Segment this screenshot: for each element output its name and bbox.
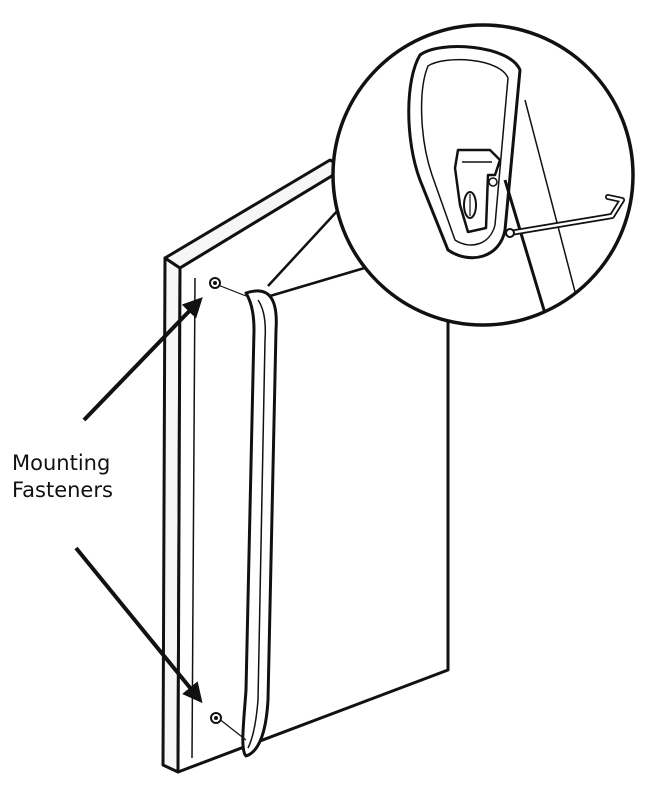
arrow-top [82, 297, 203, 422]
allen-wrench-icon [505, 194, 625, 238]
door-handle [241, 289, 278, 758]
mounting-fasteners-label: Mounting Fasteners [12, 450, 172, 504]
label-line-2: Fasteners [12, 478, 113, 502]
mounting-fastener-top-icon [209, 277, 221, 289]
mounting-fastener-bottom-icon [210, 712, 222, 724]
door-inner-edge [191, 277, 196, 759]
magnified-detail [331, 23, 635, 327]
label-line-1: Mounting [12, 451, 111, 475]
door-panel [161, 158, 450, 774]
arrow-bottom [74, 546, 203, 704]
